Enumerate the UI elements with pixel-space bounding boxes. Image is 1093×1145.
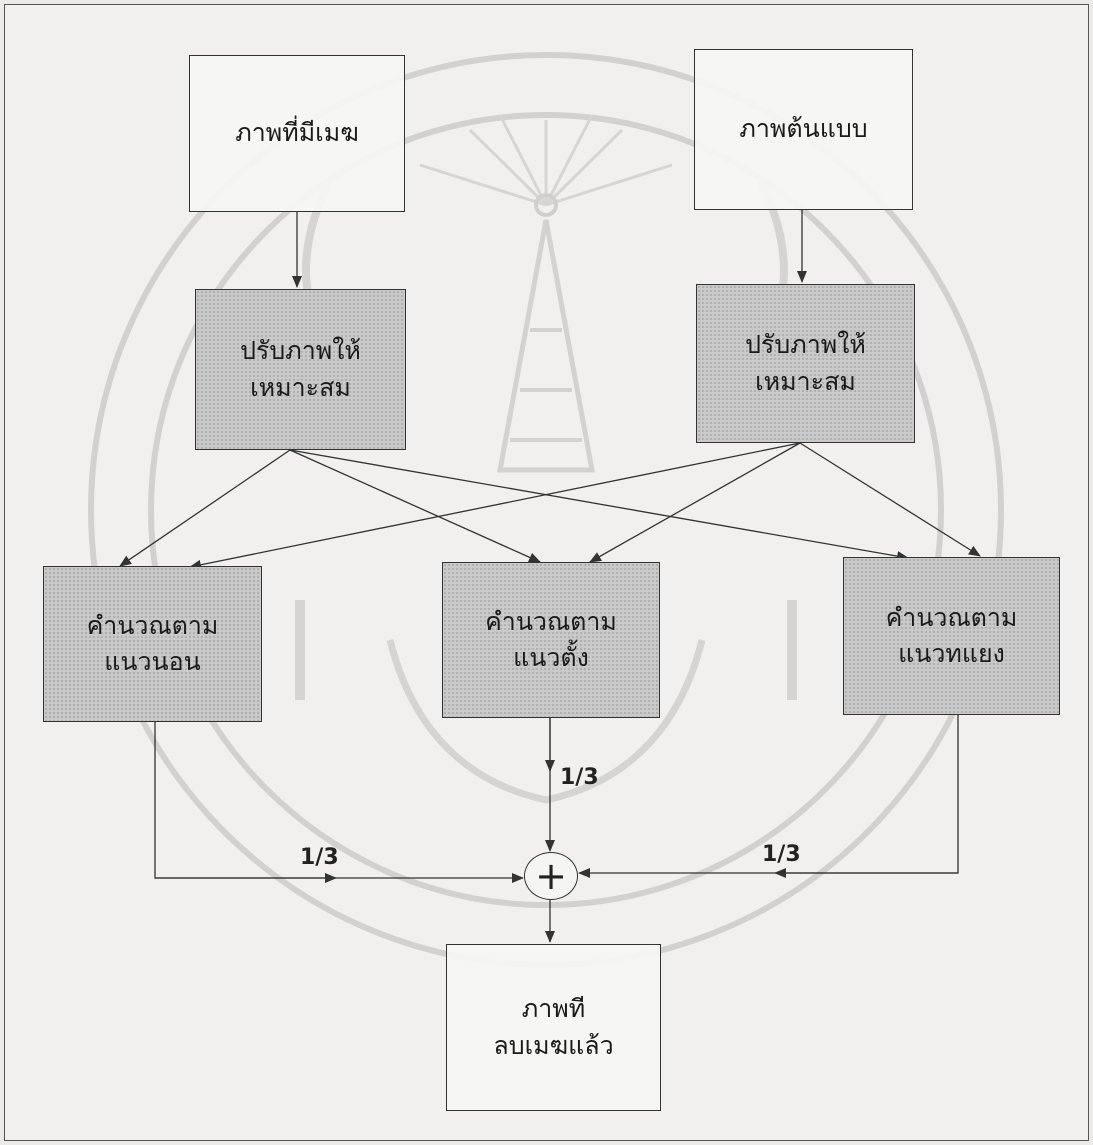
reference-image-node: ภาพต้นแบบ — [694, 49, 913, 210]
sum-symbol: + — [535, 857, 567, 895]
calc-diagonal-label-2: แนวทแยง — [898, 636, 1005, 672]
cloudy-image-label: ภาพที่มีเมฆ — [235, 115, 359, 151]
edge-adjust-right-to-diagonal — [800, 443, 980, 556]
adjust-right-node: ปรับภาพให้ เหมาะสม — [696, 284, 915, 443]
weight-left-label: 1/3 — [300, 845, 339, 870]
edge-adjust-left-to-diagonal — [290, 450, 908, 558]
adjust-right-label-2: เหมาะสม — [755, 364, 856, 400]
edge-adjust-right-to-vertical — [590, 443, 800, 562]
calc-horizontal-node: คำนวณตาม แนวนอน — [43, 566, 262, 722]
calc-vertical-label-1: คำนวณตาม — [485, 604, 617, 640]
calc-horizontal-label-1: คำนวณตาม — [87, 608, 219, 644]
edge-adjust-left-to-vertical — [290, 450, 540, 562]
result-image-node: ภาพที ลบเมฆแล้ว — [446, 944, 661, 1111]
adjust-right-label-1: ปรับภาพให้ — [745, 327, 866, 363]
calc-diagonal-node: คำนวณตาม แนวทแยง — [843, 557, 1060, 715]
weight-right-label: 1/3 — [762, 842, 801, 867]
calc-vertical-label-2: แนวตั้ง — [513, 640, 589, 676]
edge-adjust-left-to-horizontal — [120, 450, 290, 566]
cloudy-image-node: ภาพที่มีเมฆ — [189, 55, 405, 212]
weight-center-label: 1/3 — [560, 765, 599, 790]
edge-horizontal-to-sum — [155, 722, 523, 878]
adjust-left-label-1: ปรับภาพให้ — [240, 333, 361, 369]
calc-vertical-node: คำนวณตาม แนวตั้ง — [442, 562, 660, 718]
sum-node: + — [524, 852, 578, 900]
adjust-left-label-2: เหมาะสม — [250, 370, 351, 406]
adjust-left-node: ปรับภาพให้ เหมาะสม — [195, 289, 406, 450]
edge-adjust-right-to-horizontal — [190, 443, 800, 567]
calc-diagonal-label-1: คำนวณตาม — [886, 600, 1018, 636]
reference-image-label: ภาพต้นแบบ — [739, 111, 867, 147]
result-image-label-1: ภาพที — [522, 991, 585, 1027]
result-image-label-2: ลบเมฆแล้ว — [493, 1028, 613, 1064]
calc-horizontal-label-2: แนวนอน — [104, 644, 200, 680]
